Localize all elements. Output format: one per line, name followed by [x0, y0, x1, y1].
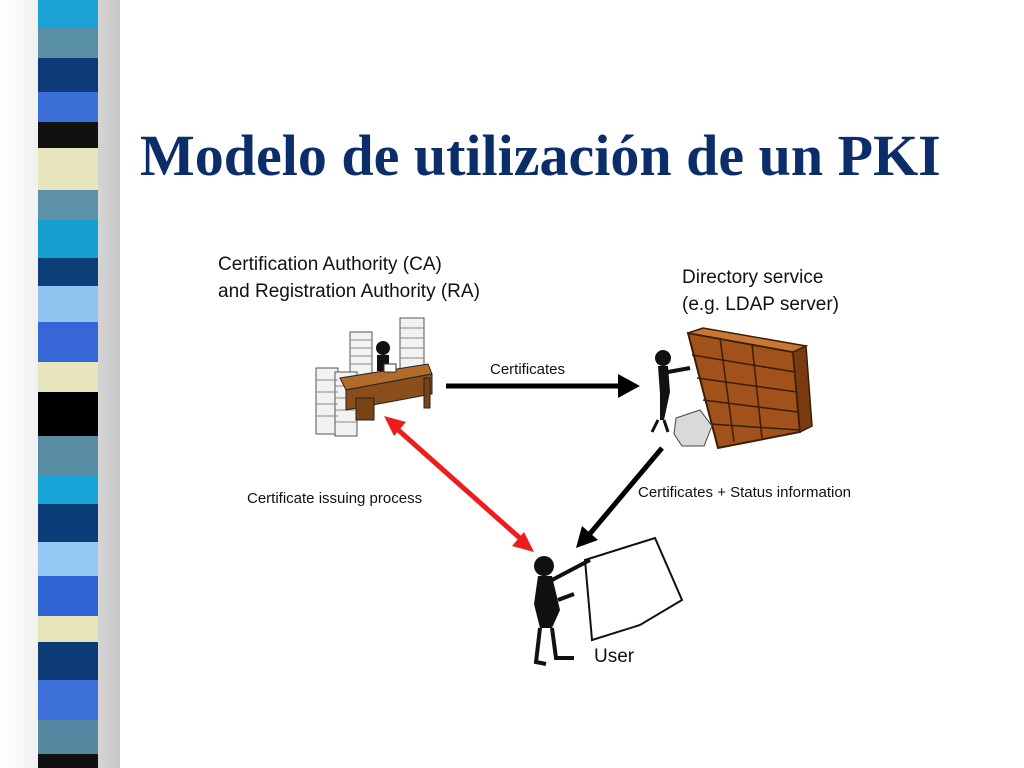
issuing-label: Certificate issuing process [247, 490, 422, 507]
status-label: Certificates + Status information [638, 484, 851, 501]
strip-block [38, 504, 98, 542]
issuing-arrow-head-end [512, 532, 534, 552]
certificates-arrow-head [618, 374, 640, 398]
strip-block [38, 122, 98, 148]
edge-status [576, 446, 664, 548]
strip-block [38, 642, 98, 680]
strip-block [38, 362, 98, 392]
strip-block [38, 392, 98, 436]
issuing-arrow-head-start [384, 416, 406, 436]
strip-block [38, 148, 98, 190]
strip-block [38, 576, 98, 616]
ca-label-line1: Certification Authority (CA) [218, 254, 442, 275]
decorative-sidebar-strip [0, 0, 120, 768]
strip-block [38, 754, 98, 768]
strip-block [38, 258, 98, 286]
directory-label-line2: (e.g. LDAP server) [682, 294, 839, 315]
strip-blocks [38, 0, 98, 768]
certificates-label: Certificates [490, 361, 565, 378]
strip-block [38, 92, 98, 122]
strip-block [38, 220, 98, 258]
user-label: User [594, 646, 635, 667]
ca-desk-clipart [315, 317, 433, 437]
edge-certificates [446, 374, 640, 398]
strip-block [38, 542, 98, 576]
strip-block [38, 322, 98, 362]
user-clipart [533, 536, 684, 666]
ca-label-line2: and Registration Authority (RA) [218, 281, 480, 302]
strip-block [38, 190, 98, 220]
strip-block [38, 720, 98, 754]
directory-label-line1: Directory service [682, 267, 823, 288]
strip-block [38, 286, 98, 322]
strip-block [38, 616, 98, 642]
strip-block [38, 58, 98, 92]
status-arrow-head [576, 526, 598, 548]
strip-block [38, 436, 98, 476]
edge-issuing [384, 416, 534, 552]
strip-block [38, 476, 98, 504]
strip-block [38, 28, 98, 58]
strip-block [38, 680, 98, 720]
status-arrow-line [586, 446, 664, 538]
issuing-arrow-line [394, 426, 524, 542]
slide-title: Modelo de utilización de un PKI [140, 122, 941, 188]
strip-block [38, 0, 98, 28]
directory-cabinet-clipart [650, 327, 813, 450]
